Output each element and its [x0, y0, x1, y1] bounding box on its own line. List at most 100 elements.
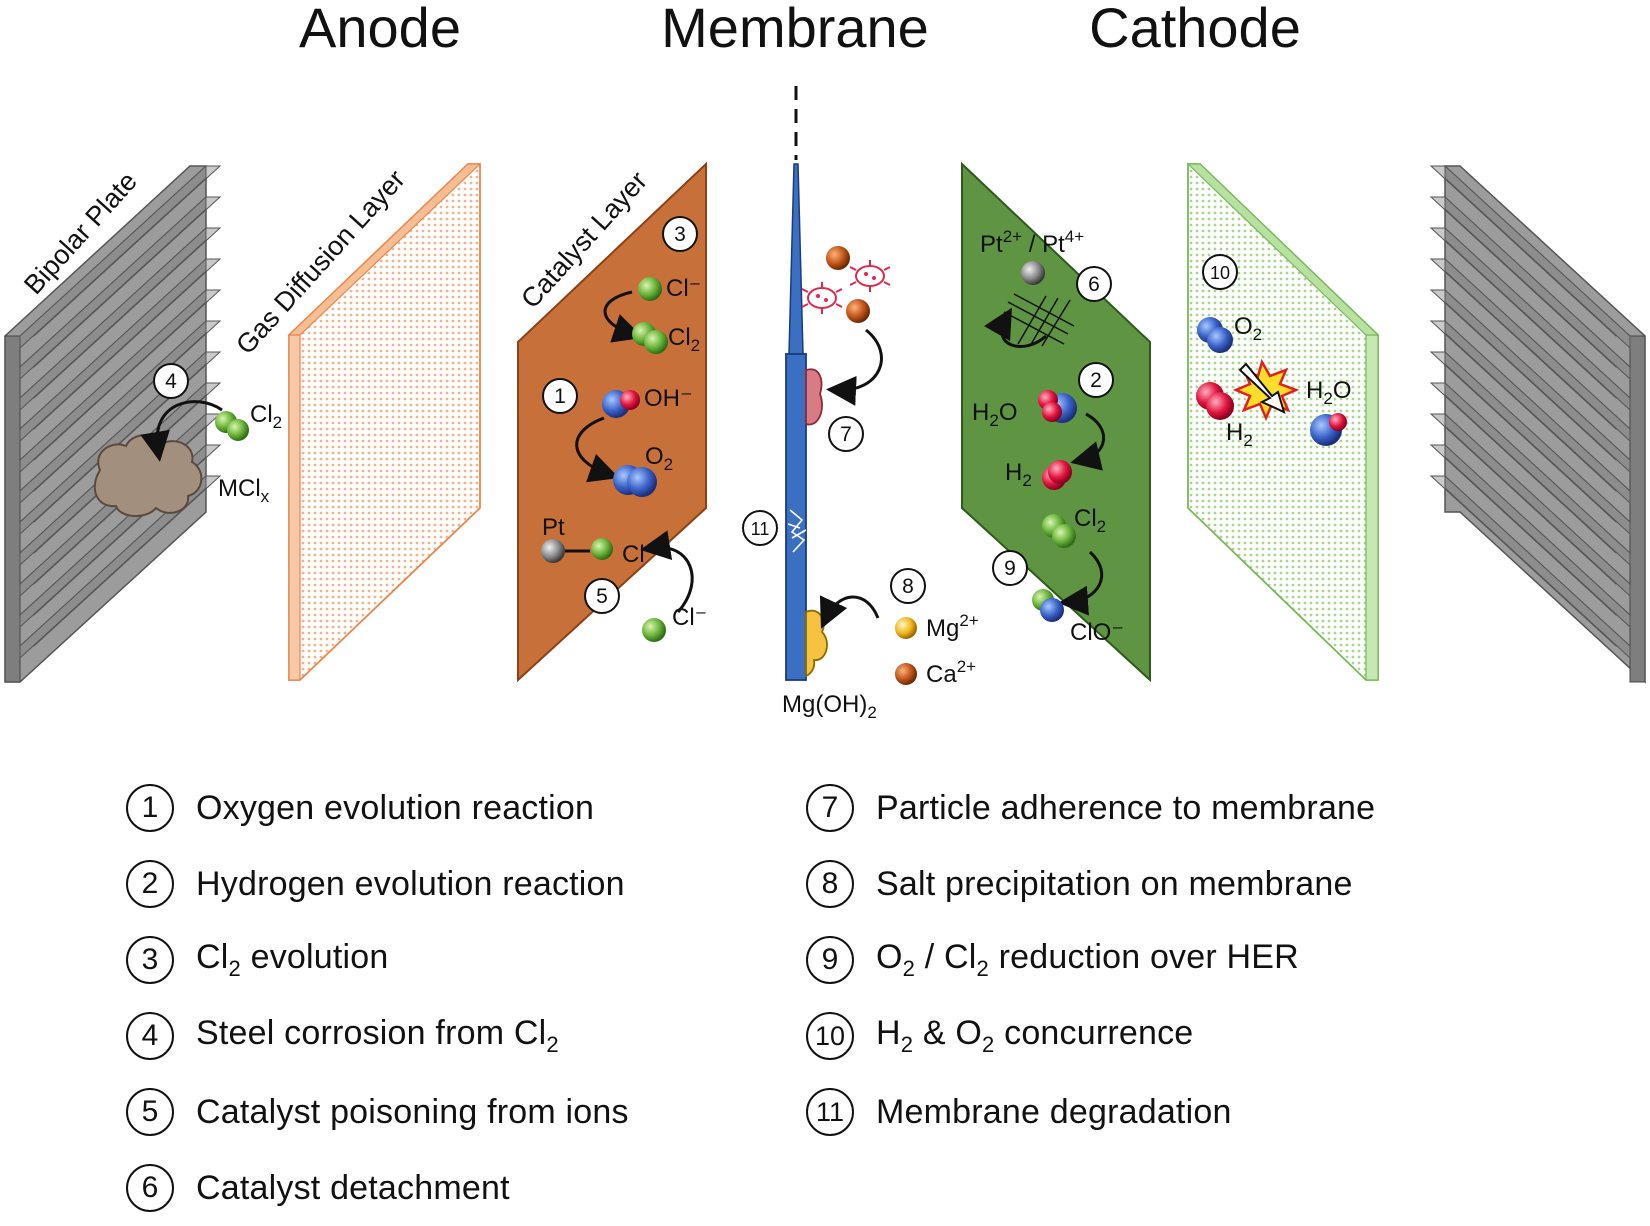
header-anode: Anode	[299, 0, 461, 59]
marker-11: 11	[742, 510, 778, 546]
marker-7: 7	[828, 416, 864, 452]
legend: 1 Oxygen evolution reaction 2 Hydrogen e…	[0, 770, 1650, 1226]
header-cathode: Cathode	[1089, 0, 1301, 59]
label-o2-anode: O2	[645, 443, 673, 474]
svg-text:1: 1	[554, 385, 566, 408]
plate-rib-right-10-face	[1444, 443, 1631, 629]
plate-rib-left-2-face	[19, 195, 207, 381]
molecule-o2-cathode-b	[1207, 327, 1233, 353]
header-membrane: Membrane	[661, 0, 929, 59]
marker-4: 4	[153, 363, 189, 399]
cathode-gas-diffusion-layer	[1186, 163, 1380, 681]
plate-rib-right-4-face	[1444, 257, 1631, 443]
svg-text:2: 2	[1090, 369, 1102, 392]
legend-item-4: 4 Steel corrosion from Cl2	[126, 998, 629, 1074]
molecule-h2-cathode-b	[1206, 392, 1234, 420]
legend-text-4: Steel corrosion from Cl2	[196, 1014, 559, 1057]
legend-item-6: 6 Catalyst detachment	[126, 1150, 629, 1226]
label-o2-cathode: O2	[1234, 313, 1262, 344]
bipolar-plate-right	[1429, 164, 1646, 684]
legend-column-right: 7 Particle adherence to membrane 8 Salt …	[806, 770, 1375, 1150]
legend-number-4: 4	[126, 1012, 174, 1060]
plate-rib-right-7-face	[1444, 350, 1631, 536]
curved-arrow-7	[826, 328, 883, 406]
legend-column-left: 1 Oxygen evolution reaction 2 Hydrogen e…	[126, 770, 629, 1226]
label-h2-cathode-gdl: H2	[1226, 419, 1253, 450]
label-h2o-cathode: H2O	[972, 399, 1017, 430]
plate-rib-left-1-face	[19, 164, 207, 350]
particle-brown-2	[846, 299, 870, 323]
legend-number-9: 9	[806, 936, 854, 984]
plate-rib-right-9-face	[1444, 412, 1631, 598]
legend-number-8: 8	[806, 860, 854, 908]
bacteria-icon	[801, 260, 891, 314]
molecule-clo-blue	[1040, 598, 1064, 622]
legend-text-3: Cl2 evolution	[196, 938, 389, 981]
molecule-oh-red	[620, 390, 640, 410]
plate-ribs-left	[18, 164, 222, 660]
marker-3: 3	[662, 216, 698, 252]
plate-rib-right-2-face	[1444, 195, 1631, 381]
label-cl-minus-3: Cl⁻	[666, 275, 701, 302]
marker-9: 9	[992, 550, 1028, 586]
plate-rib-right-6-face	[1444, 319, 1631, 505]
legend-item-1: 1 Oxygen evolution reaction	[126, 770, 629, 846]
molecule-cl2-cathode-b	[1052, 524, 1076, 548]
svg-text:7: 7	[840, 423, 852, 446]
anode-gas-diffusion-layer	[287, 163, 482, 681]
legend-number-10: 10	[806, 1012, 854, 1060]
svg-text:11: 11	[751, 519, 770, 539]
legend-text-5: Catalyst poisoning from ions	[196, 1092, 629, 1131]
legend-text-11: Membrane degradation	[876, 1092, 1232, 1131]
legend-number-11: 11	[806, 1088, 854, 1136]
label-cl2-3: Cl2	[668, 324, 700, 355]
legend-item-10: 10 H2 & O2 concurrence	[806, 998, 1375, 1074]
legend-item-5: 5 Catalyst poisoning from ions	[126, 1074, 629, 1150]
label-cl2-cathode: Cl2	[1074, 505, 1106, 536]
legend-number-2: 2	[126, 860, 174, 908]
molecule-pt-gray	[541, 539, 565, 563]
legend-item-9: 9 O2 / Cl2 reduction over HER	[806, 922, 1375, 998]
legend-item-3: 3 Cl2 evolution	[126, 922, 629, 998]
marker-2: 2	[1078, 362, 1114, 398]
plate-rib-right-11-face	[1444, 474, 1631, 660]
curved-arrow-9	[1058, 550, 1104, 616]
molecule-cl2-3b	[644, 330, 668, 354]
membrane	[785, 86, 807, 681]
curved-arrow-4	[140, 400, 223, 462]
salt-deposit	[805, 609, 828, 678]
label-mg-oh2: Mg(OH)2	[782, 691, 877, 722]
marker-5: 5	[584, 578, 620, 614]
label-pt-anode: Pt	[542, 514, 565, 541]
molecule-h2o-red-b	[1042, 402, 1062, 422]
particle-deposit	[805, 368, 823, 426]
label-ca-ion: Ca2+	[926, 657, 976, 688]
label-cl-bound: Cl	[622, 541, 645, 568]
plate-rib-right-1-face	[1444, 164, 1631, 350]
svg-text:10: 10	[1210, 263, 1230, 283]
label-cl-minus-5: Cl⁻	[672, 604, 707, 631]
curved-arrow-8	[819, 595, 880, 629]
svg-text:3: 3	[674, 223, 686, 246]
label-h2o-cathode-gdl: H2O	[1306, 377, 1351, 408]
curved-arrow-2	[1070, 412, 1105, 471]
curved-arrow-5	[640, 530, 694, 613]
legend-text-1: Oxygen evolution reaction	[196, 788, 595, 827]
molecule-pt-cathode	[1021, 261, 1045, 285]
label-mclx: MClx	[218, 475, 270, 506]
svg-text:4: 4	[165, 370, 177, 393]
curved-arrow-6	[984, 307, 1048, 348]
svg-text:9: 9	[1004, 557, 1016, 580]
molecule-cl-bound	[591, 538, 613, 560]
label-oh-minus: OH⁻	[644, 385, 693, 412]
molecule-cl2-left-b	[227, 419, 249, 441]
svg-text:5: 5	[596, 585, 608, 608]
molecule-h2o-product-red	[1329, 413, 1347, 431]
membrane-crack	[787, 509, 807, 553]
legend-number-5: 5	[126, 1088, 174, 1136]
plate-rib-left-6-face	[19, 319, 207, 505]
legend-text-9: O2 / Cl2 reduction over HER	[876, 938, 1299, 981]
particle-brown-1	[826, 246, 850, 270]
legend-number-3: 3	[126, 936, 174, 984]
legend-text-10: H2 & O2 concurrence	[876, 1014, 1194, 1057]
